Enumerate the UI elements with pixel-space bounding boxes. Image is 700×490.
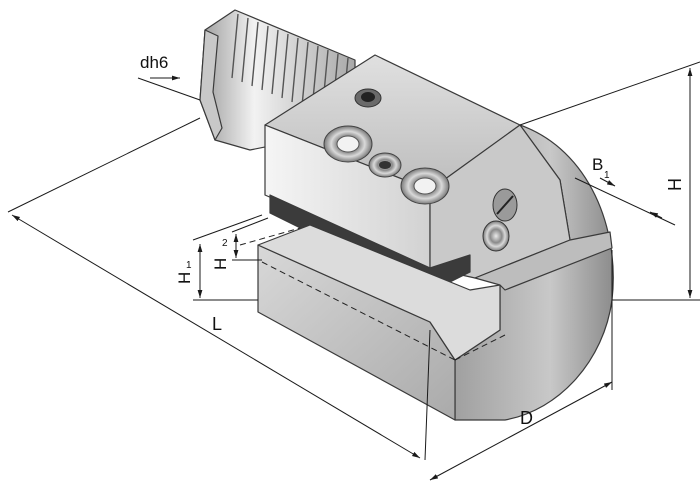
dim-L: L <box>7 117 431 461</box>
coolant-hole-2 <box>368 152 402 178</box>
dim-B1: B 1 <box>574 155 676 226</box>
screw-hole-top <box>354 88 382 108</box>
label-H2-subscript: 2 <box>222 238 228 249</box>
label-D: D <box>520 408 533 428</box>
label-B1-subscript: 1 <box>604 170 610 181</box>
dim-H1: H 1 <box>175 214 263 301</box>
label-dh6: dh6 <box>140 53 168 72</box>
dim-dh6: dh6 <box>137 53 201 101</box>
coolant-hole-1 <box>323 125 373 163</box>
dim-H2: H 2 <box>211 217 269 270</box>
label-H1: H <box>175 272 194 284</box>
label-H2: H <box>211 258 230 270</box>
label-L: L <box>212 314 222 334</box>
svg-text:B: B <box>592 155 603 174</box>
label-H: H <box>665 178 685 191</box>
coolant-hole-3 <box>400 167 450 205</box>
dim-H: H <box>519 61 700 301</box>
label-B1: B <box>592 155 603 174</box>
label-H1-subscript: 1 <box>186 260 192 271</box>
dim-D: D <box>429 250 613 481</box>
side-clamp-screw <box>482 188 518 252</box>
holder-body <box>257 54 614 421</box>
